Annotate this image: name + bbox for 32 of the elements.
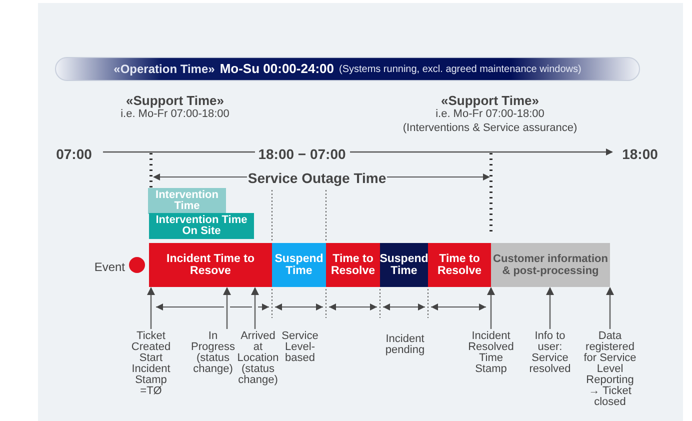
leader-arrow <box>606 287 614 329</box>
dimension-label: Incident pending <box>384 334 426 356</box>
time-label: 18:00 <box>621 145 659 164</box>
milestone-text: Arrived at Location (status change) <box>236 331 280 386</box>
operation-time-band: «Operation Time» Mo-Su 00:00-24:00 (Systems running, excl. agreed maintenance windows) <box>55 57 640 81</box>
time-label: 07:00 <box>55 145 93 164</box>
leader-arrow <box>487 287 495 329</box>
section-heading: «Support Time» <box>440 92 540 109</box>
time-segment: Time to Resolve <box>428 243 491 287</box>
time-label: 18:00 − 07:00 <box>257 145 347 164</box>
time-segment: Time to Resolve <box>326 243 380 287</box>
time-segment: Incident Time to Resove <box>149 243 272 287</box>
time-segment: Suspend Time <box>272 243 326 287</box>
dimension-label: Service Level-based <box>280 331 320 364</box>
event-label: Event <box>93 259 125 276</box>
milestone-text: In Progress (status change) <box>189 331 237 375</box>
section-heading: «Support Time» <box>124 92 225 109</box>
leader-arrow <box>546 287 554 329</box>
time-segment: Suspend Time <box>380 243 428 287</box>
note-text: (Interventions & Service assurance) <box>402 121 578 136</box>
time-segment: Intervention Time On Site <box>149 213 254 239</box>
time-segment: Customer information & post-processing <box>491 243 610 287</box>
time-range-text: i.e. Mo-Fr 07:00-18:00 <box>120 108 230 122</box>
leader-arrow <box>251 287 259 329</box>
milestone-text: Incident Resolved Time Stamp <box>466 331 516 375</box>
time-range-text: i.e. Mo-Fr 07:00-18:00 <box>434 108 546 122</box>
leader-arrow <box>147 287 155 329</box>
leader-arrow <box>223 287 231 329</box>
milestone-text: Info to user: Service resolved <box>525 331 575 375</box>
milestone-text: Ticket Created Start Incident Stamp =TØ <box>124 331 178 397</box>
milestone-text: Data registered for Service Level Reporting → Ticket closed <box>583 331 637 420</box>
time-segment: Intervention Time <box>148 188 226 214</box>
